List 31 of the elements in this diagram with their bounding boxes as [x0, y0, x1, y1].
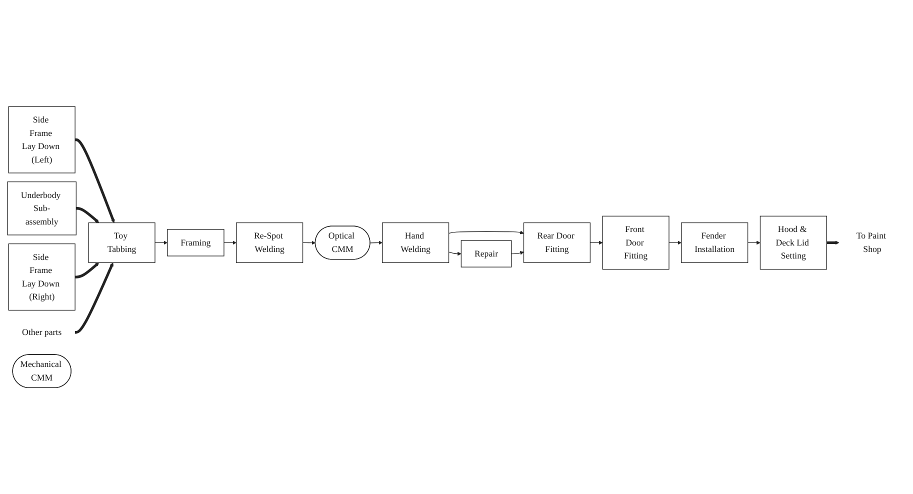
arrow	[747, 240, 760, 244]
arrow	[74, 262, 100, 278]
arrow	[370, 240, 383, 244]
process-box: Toy Tabbing	[88, 222, 156, 263]
process-box: Hood & Deck Lid Setting	[760, 216, 827, 270]
arrow	[668, 240, 682, 244]
arrow	[590, 240, 603, 244]
process-box: Front Door Fitting	[602, 216, 670, 270]
rounded-box: Optical CMM	[314, 226, 370, 260]
process-box: Side Frame Lay Down (Left)	[8, 106, 76, 174]
arrow	[74, 262, 114, 334]
process-box: Framing	[167, 228, 224, 256]
process-box: Fender Installation	[681, 222, 748, 263]
arrow	[154, 240, 168, 244]
text-label: Other parts	[22, 327, 62, 338]
process-box: Side Frame Lay Down (Right)	[8, 243, 76, 310]
process-box: Rear Door Fitting	[523, 222, 591, 263]
arrow	[511, 250, 524, 255]
process-box: Repair	[460, 240, 512, 268]
rounded-box: Mechanical CMM	[12, 354, 72, 388]
arrow	[302, 240, 316, 245]
arrow	[826, 240, 840, 244]
arrow	[74, 138, 115, 223]
arrow	[448, 230, 524, 234]
process-box: Hand Welding	[382, 222, 450, 263]
arrow	[224, 240, 237, 244]
text-label: To Paint Shop	[856, 231, 886, 254]
arrow	[76, 206, 100, 223]
process-box: Underbody Sub-assembly	[7, 181, 76, 236]
process-box: Re-Spot Welding	[236, 222, 304, 263]
arrow	[448, 252, 462, 256]
